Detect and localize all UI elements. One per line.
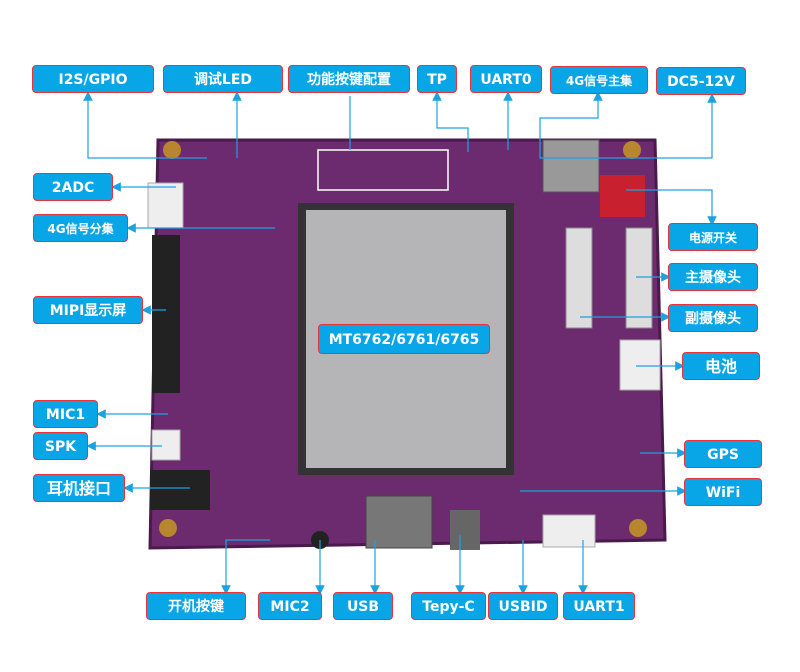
pointer-lines [83, 91, 717, 595]
uart1-connector [542, 514, 596, 548]
battery-connector [619, 339, 661, 391]
label-uart0: UART0 [470, 65, 542, 93]
camera-connector-sub [565, 227, 593, 329]
label-headphone: 耳机接口 [33, 474, 125, 502]
dc-jack [542, 139, 600, 193]
usb-port [365, 495, 433, 549]
camera-connector-main [625, 227, 653, 329]
label-gps: GPS [684, 440, 762, 468]
label-power-button: 开机按键 [146, 592, 246, 620]
power-switch [600, 175, 645, 217]
label-battery: 电池 [682, 352, 760, 380]
standoff [623, 141, 641, 159]
label-2adc: 2ADC [33, 173, 113, 201]
label-wifi: WiFi [684, 478, 762, 506]
label-mic1: MIC1 [33, 400, 98, 428]
label-usbid: USBID [488, 592, 558, 620]
label-4g-main: 4G信号主集 [550, 66, 648, 94]
label-sub-camera: 副摄像头 [668, 304, 758, 332]
spk-connector [151, 429, 181, 461]
label-typec: Tepy-C [411, 592, 486, 620]
standoff [629, 519, 647, 537]
label-tp: TP [417, 65, 457, 93]
button-group [317, 149, 449, 191]
label-main-camera: 主摄像头 [668, 263, 758, 291]
label-spk: SPK [33, 432, 88, 460]
label-4g-diversity: 4G信号分集 [33, 214, 128, 242]
label-power-switch: 电源开关 [668, 223, 758, 251]
label-usb: USB [333, 592, 393, 620]
typec-port [450, 510, 480, 550]
label-mic2: MIC2 [258, 592, 322, 620]
standoff [159, 519, 177, 537]
label-function-keys: 功能按键配置 [288, 65, 410, 93]
headphone-jack [150, 470, 210, 510]
adc-connector [147, 182, 184, 229]
standoff [163, 141, 181, 159]
label-dc: DC5-12V [656, 67, 746, 95]
label-i2s-gpio: I2S/GPIO [32, 65, 154, 93]
soc-label: MT6762/6761/6765 [318, 324, 490, 354]
label-mipi-display: MIPI显示屏 [33, 296, 143, 324]
label-uart1: UART1 [563, 592, 635, 620]
label-debug-led: 调试LED [163, 65, 283, 93]
display-connector [152, 235, 180, 393]
